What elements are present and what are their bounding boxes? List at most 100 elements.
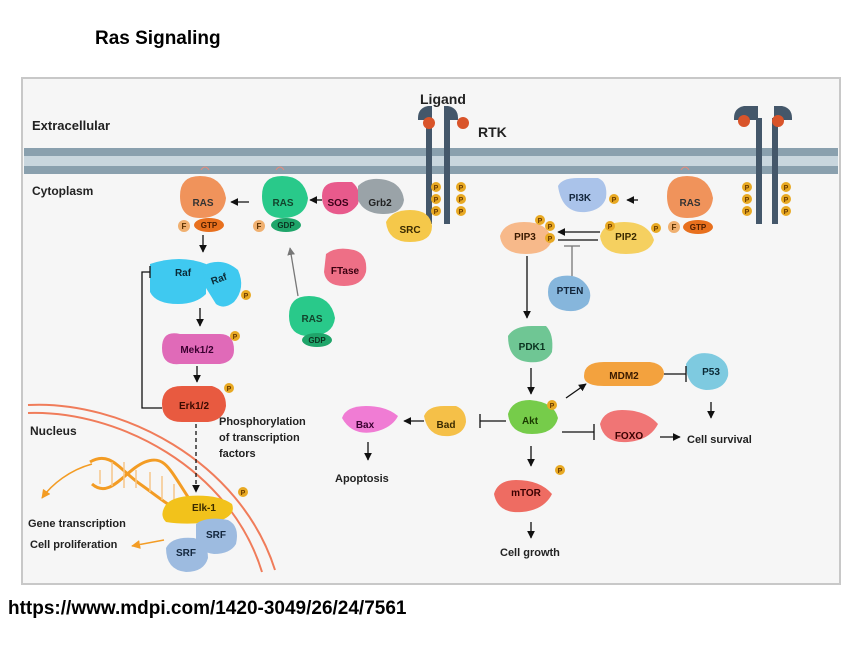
erk-node: Erk1/2 P <box>162 383 234 422</box>
svg-text:SRF: SRF <box>206 530 226 541</box>
ras-gtp-right: RAS GTP F <box>667 166 713 234</box>
gtp-label: GTP <box>201 221 218 230</box>
pip3-node: PIP3 P P P <box>500 215 555 254</box>
svg-text:P: P <box>558 468 563 475</box>
svg-text:P: P <box>241 490 246 497</box>
svg-text:SRC: SRC <box>399 225 420 236</box>
svg-text:P: P <box>745 197 750 204</box>
p53-node: P53 <box>686 353 729 390</box>
page-title: Ras Signaling <box>95 28 221 49</box>
cytoplasm-label: Cytoplasm <box>32 184 93 198</box>
svg-text:P: P <box>784 197 789 204</box>
sos-node: SOS <box>322 182 360 215</box>
extracellular-label: Extracellular <box>32 118 110 133</box>
cell-growth-label: Cell growth <box>500 547 560 559</box>
ligand-ball-1 <box>423 117 435 129</box>
svg-text:FTase: FTase <box>331 266 360 277</box>
svg-text:P: P <box>459 197 464 204</box>
ras-gdp-label: RAS <box>272 198 293 209</box>
phospho-icon: P <box>456 194 466 204</box>
svg-text:PIP2: PIP2 <box>615 232 637 243</box>
svg-text:Raf: Raf <box>210 271 230 287</box>
svg-text:P: P <box>244 293 249 300</box>
svg-text:P: P <box>459 185 464 192</box>
svg-text:P: P <box>459 209 464 216</box>
mdm2-node: MDM2 <box>584 362 664 386</box>
ras-gdp-complex: RAS GDP F <box>253 166 308 232</box>
arrow-cell-proliferation <box>131 539 165 549</box>
grb2-node: Grb2 <box>358 178 404 214</box>
phospho-icon: P <box>609 194 619 204</box>
phospho-icon: P P P <box>535 215 555 243</box>
svg-text:SRF: SRF <box>176 548 196 559</box>
ftase-node: FTase <box>324 248 367 286</box>
farnesyl-label: F <box>182 222 187 231</box>
svg-text:GDP: GDP <box>308 336 326 345</box>
nuclear-envelope <box>27 403 276 573</box>
svg-text:P: P <box>745 209 750 216</box>
mek-node: Mek1/2 P <box>162 331 240 365</box>
gene-transcription-label: Gene transcription <box>28 518 126 530</box>
phospho-icon: P <box>241 290 251 300</box>
mtor-node: mTOR P <box>494 465 565 513</box>
cell-survival-label: Cell survival <box>687 434 752 446</box>
svg-text:P: P <box>548 224 553 231</box>
arrow-gene-transcription <box>41 463 93 499</box>
arrow-akt-to-mdm2 <box>565 383 587 399</box>
pathway-arrows <box>141 196 715 539</box>
svg-text:P: P <box>434 185 439 192</box>
svg-text:PTEN: PTEN <box>557 286 584 297</box>
svg-text:Erk1/2: Erk1/2 <box>179 401 209 412</box>
erk-feedback-inhibition <box>141 271 162 409</box>
apoptosis-label: Apoptosis <box>335 473 389 485</box>
ligand-ball-2 <box>457 117 469 129</box>
svg-text:P: P <box>227 386 232 393</box>
orange-arrows <box>41 463 165 549</box>
cell-proliferation-label: Cell proliferation <box>30 539 118 551</box>
phospho-icon: P <box>742 206 752 216</box>
svg-text:mTOR: mTOR <box>511 488 542 499</box>
phosphorylation-label-3: factors <box>219 448 256 460</box>
svg-text:FOXO: FOXO <box>615 431 644 442</box>
svg-text:P: P <box>784 185 789 192</box>
ligand-ball-4 <box>772 115 784 127</box>
phospho-icon: P <box>781 182 791 192</box>
svg-text:P: P <box>434 197 439 204</box>
svg-text:P: P <box>612 197 617 204</box>
elk1-node: Elk-1 P <box>162 487 248 524</box>
svg-text:Bax: Bax <box>356 420 375 431</box>
source-url: https://www.mdpi.com/1420-3049/26/24/756… <box>8 598 407 619</box>
svg-text:SOS: SOS <box>327 198 348 209</box>
svg-text:P: P <box>434 209 439 216</box>
phosphorylation-label-1: Phosphorylation <box>219 416 306 428</box>
src-node: SRC <box>386 210 432 242</box>
svg-text:P: P <box>745 185 750 192</box>
svg-text:P: P <box>608 224 613 231</box>
arrow-ftase-to-ras <box>287 247 299 297</box>
receptor-phospho-groups: P P P P P P P P P P P P <box>431 182 791 216</box>
svg-text:Bad: Bad <box>437 420 456 431</box>
phospho-icon: P <box>431 194 441 204</box>
phospho-icon: P <box>224 383 234 393</box>
ras-gtp-label: RAS <box>192 198 213 209</box>
svg-text:P: P <box>548 236 553 243</box>
svg-text:Raf: Raf <box>175 268 192 279</box>
phospho-icon: P <box>230 331 240 341</box>
pten-node: PTEN <box>548 275 591 312</box>
rtk-receptor-right <box>734 106 792 224</box>
srf-node-2: SRF <box>166 537 208 572</box>
phospho-icon: P <box>238 487 248 497</box>
pi3k-node: PI3K P <box>558 178 619 213</box>
foxo-node: FOXO <box>600 410 658 443</box>
svg-text:PIP3: PIP3 <box>514 232 536 243</box>
akt-node: Akt P <box>508 400 558 434</box>
gdp-label: GDP <box>277 221 295 230</box>
phospho-icon: P <box>431 206 441 216</box>
svg-text:Grb2: Grb2 <box>368 198 392 209</box>
ligand-label: Ligand <box>420 91 466 107</box>
phospho-icon: P <box>781 194 791 204</box>
svg-text:PDK1: PDK1 <box>519 342 546 353</box>
phosphorylation-label-2: of transcription <box>219 432 300 444</box>
svg-text:P: P <box>233 334 238 341</box>
